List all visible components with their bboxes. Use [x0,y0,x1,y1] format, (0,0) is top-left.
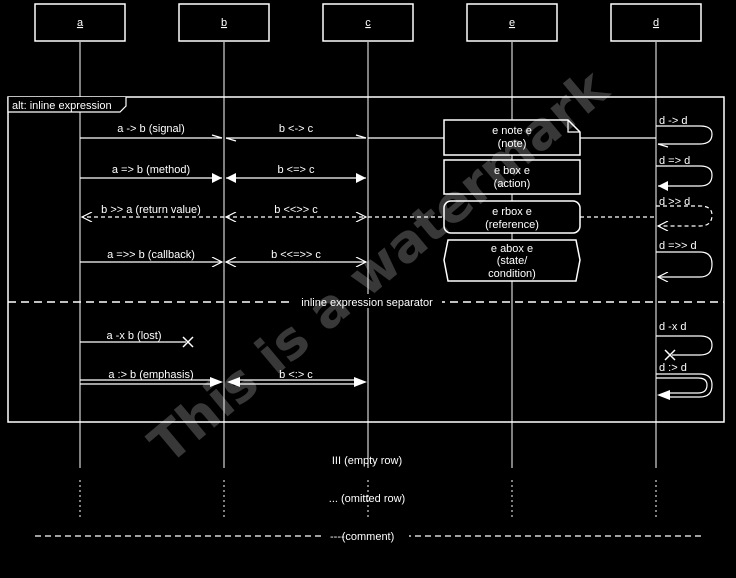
alt-fragment-frame [7,96,725,423]
arrow-d-d-lost [656,335,713,356]
participant-d-label: d [653,17,659,29]
note-box-line2: (note) [498,138,527,150]
label-a-b-callback: a =>> b (callback) [107,249,195,261]
participant-b-label: b [221,17,227,29]
condition-box-line2: (state/ [497,255,529,267]
lost-x-icon-d [664,349,676,361]
label-b-c-callback: b <<=>> c [271,249,321,261]
action-box-line2: (action) [494,178,531,190]
arrow-d-d-callback [656,251,713,277]
label-b-a-return: b >> a (return value) [101,204,201,216]
label-d-d-method: d => d [659,155,690,167]
condition-box: e abox e (state/ condition) [443,239,581,282]
condition-box-line1: e abox e [491,243,533,255]
action-box: e box e (action) [443,159,581,195]
alt-fragment-label-tab [7,97,127,113]
omitted-row-label: ... (omitted row) [329,493,405,505]
label-b-c-method: b <=> c [277,164,315,176]
message-signal: a -> b (signal) b <-> c d -> d [80,115,713,148]
message-callback: a =>> b (callback) b <<=>> c d =>> d [80,240,713,277]
alt-separator-label-bg [292,294,442,308]
label-d-d-signal: d -> d [659,115,687,127]
message-lost: a -x b (lost) d -x d [80,321,713,361]
label-a-b-lost: a -x b (lost) [106,330,161,342]
arrow-b-c-emphasis-head-right [354,377,367,387]
note-box-line1: e note e [492,125,532,137]
empty-row-label: III (empty row) [332,455,402,467]
label-b-c-return: b <<>> c [274,204,318,216]
label-b-c-emphasis: b <:> c [279,369,313,381]
arrow-a-b-emphasis-head [210,377,223,387]
label-d-d-lost: d -x d [659,321,687,333]
message-return: b >> a (return value) b <<>> c d >> d [82,196,713,226]
action-box-line1: e box e [494,165,530,177]
condition-box-line3: condition) [488,268,536,280]
arrow-b-c-emphasis-head-left [227,377,240,387]
participant-c-label: c [365,17,371,29]
reference-box-line2: (reference) [485,219,539,231]
participant-b: b [178,3,270,42]
lost-x-icon [182,336,194,348]
label-b-c-signal: b <-> c [279,123,314,135]
message-method: a => b (method) b <=> c d => d [80,155,713,191]
participant-d: d [610,3,702,42]
arrow-d-d-signal [656,125,713,148]
label-d-d-return: d >> d [659,196,690,208]
reference-box-line1: e rbox e [492,206,532,218]
comment-row: (comment) ---- [35,528,701,543]
note-box: e note e (note) [443,119,581,156]
comment-label: (comment) [342,531,395,543]
arrow-d-d-method [656,165,713,191]
label-a-b-method: a => b (method) [112,164,190,176]
arrow-d-d-return [656,205,713,226]
label-d-d-callback: d =>> d [659,240,697,252]
participant-e-label: e [509,17,515,29]
participant-c: c [322,3,414,42]
arrow-d-d-emphasis-inner [656,377,708,394]
lifelines [79,42,657,520]
alt-separator-label: inline expression separator [301,297,433,309]
label-d-d-emphasis: d :> d [659,362,687,374]
alt-fragment-label: alt: inline expression [12,100,112,112]
arrow-d-d-emphasis-head [657,390,670,400]
comment-label-bg [325,528,409,542]
arrow-d-d-emphasis-outer [656,373,713,398]
reference-box: e rbox e (reference) [443,200,581,234]
label-a-b-signal: a -> b (signal) [117,123,185,135]
participant-a-label: a [77,17,84,29]
alt-fragment: alt: inline expression inline expression… [7,96,725,423]
label-a-b-emphasis: a :> b (emphasis) [108,369,193,381]
message-emphasis: a :> b (emphasis) b <:> c d :> d [80,362,713,400]
participant-a: a [34,3,126,42]
comment-dashes: ---- [330,531,345,543]
participant-e: e [466,3,558,42]
